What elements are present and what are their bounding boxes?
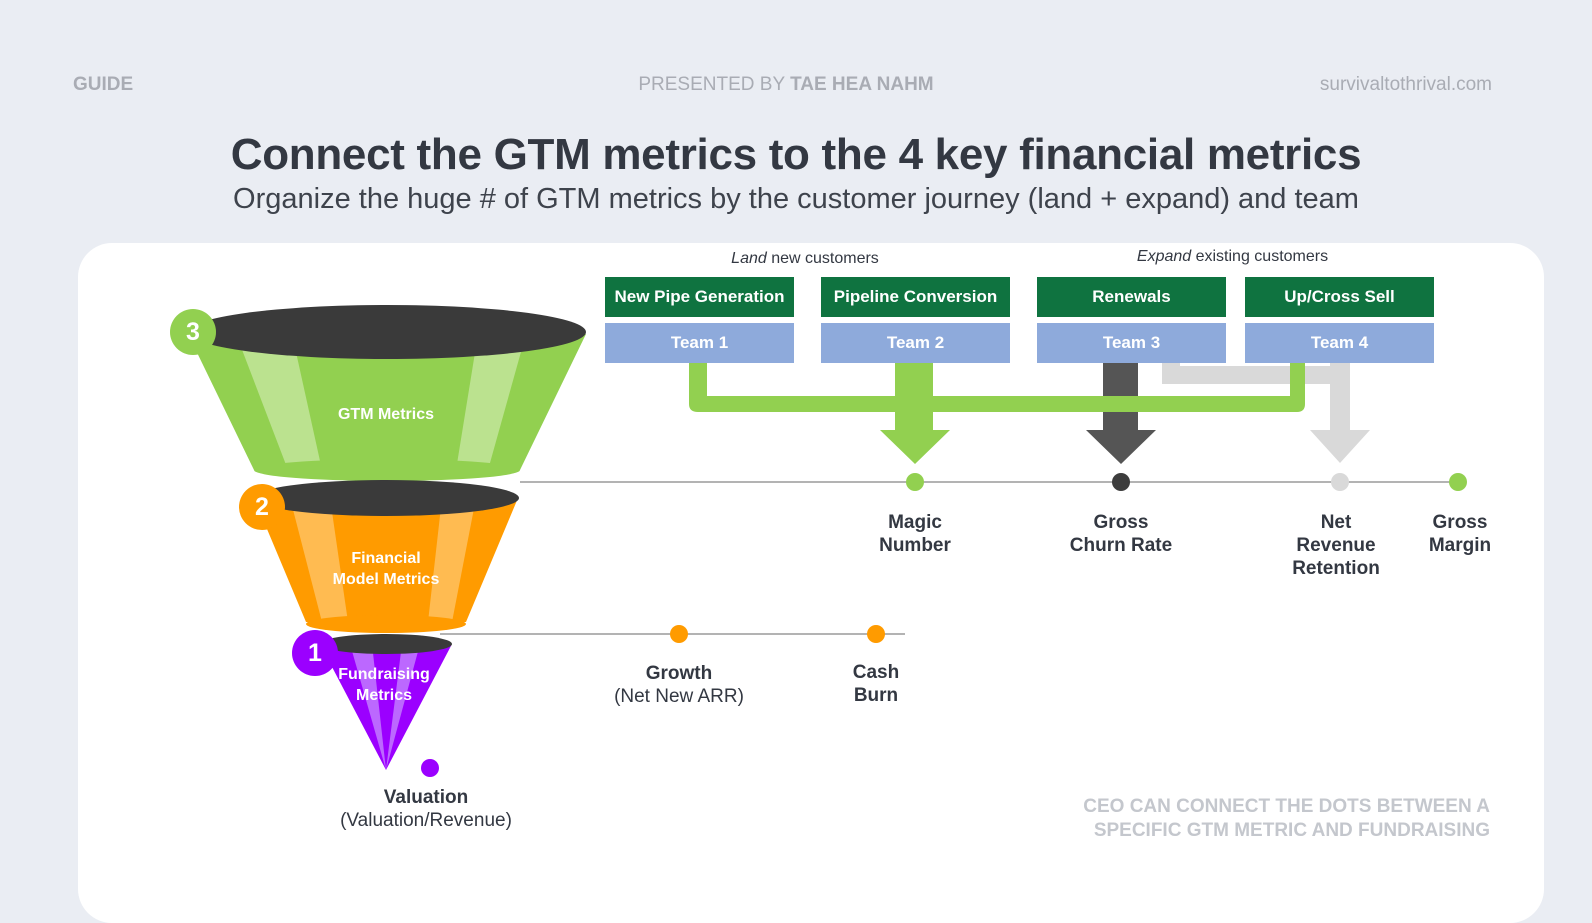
metric-gross-margin: Gross Margin <box>1410 511 1510 557</box>
badge-level-3: 3 <box>170 309 216 355</box>
ceo-footnote-line1: CEO CAN CONNECT THE DOTS BETWEEN A <box>1083 796 1490 817</box>
expand-em: Expand <box>1136 248 1192 265</box>
funnel-green-highlight-left <box>236 334 322 470</box>
metric-valuation-sub: (Valuation/Revenue) <box>340 810 512 831</box>
metric-valuation: Valuation (Valuation/Revenue) <box>316 786 536 832</box>
funnel-purple-highlight-left <box>350 644 386 770</box>
funnel-label-financial: Financial Model Metrics <box>306 548 466 590</box>
site-link[interactable]: survivaltothrival.com <box>1319 74 1492 95</box>
funnel-orange-highlight-left <box>290 498 348 622</box>
dot-net-revenue-retention <box>1331 473 1349 491</box>
metric-nrr-line1: Net <box>1320 512 1352 533</box>
metric-magic-number: Magic Number <box>845 511 985 557</box>
funnel-green-highlight-right <box>456 334 526 470</box>
funnel-purple-body <box>320 644 452 770</box>
badge-level-2: 2 <box>239 484 285 530</box>
dot-growth <box>670 625 688 643</box>
dot-magic-number <box>906 473 924 491</box>
presented-by: PRESENTED BY TAE HEA NAHM <box>0 74 1572 96</box>
metric-nrr-line3: Retention <box>1292 558 1380 579</box>
renewal-arrow-gross-churn <box>1086 363 1156 464</box>
badge-level-1: 1 <box>292 630 338 676</box>
funnel-purple-top <box>320 634 452 654</box>
funnel-green-bottom <box>254 459 520 481</box>
presenter-name: TAE HEA NAHM <box>790 74 934 95</box>
funnel-label-financial-line2: Model Metrics <box>332 571 440 588</box>
metric-growth-title: Growth <box>645 663 713 684</box>
ceo-footnote-line2: SPECIFIC GTM METRIC AND FUNDRAISING <box>1093 820 1490 841</box>
dot-valuation <box>421 759 439 777</box>
expand-arrow-net-revenue-retention <box>1162 363 1370 463</box>
metric-cash-line1: Cash <box>852 662 900 683</box>
land-header: Land new customers <box>700 250 910 268</box>
funnel-orange-highlight-right <box>428 498 476 622</box>
land-em: Land <box>731 250 767 267</box>
funnel-label-fundraising-line1: Fundraising <box>338 666 430 683</box>
funnel-label-fundraising-line2: Metrics <box>355 687 413 704</box>
team-2-box: Team 2 <box>821 323 1010 363</box>
funnel-label-gtm: GTM Metrics <box>337 406 434 423</box>
metric-growth-sub: (Net New ARR) <box>614 686 744 707</box>
metric-gross-margin-line2: Margin <box>1428 535 1492 556</box>
funnel-orange-top <box>253 480 519 516</box>
guide-label: GUIDE <box>73 74 134 95</box>
presented-prefix: PRESENTED BY <box>638 74 785 95</box>
page-title: Connect the GTM metrics to the 4 key fin… <box>230 130 1362 179</box>
dot-cash-burn <box>867 625 885 643</box>
expand-header: Expand existing customers <box>1100 248 1365 266</box>
metric-gross-churn-rate: Gross Churn Rate <box>1046 511 1196 557</box>
dot-gross-margin <box>1449 473 1467 491</box>
ceo-footnote: CEO CAN CONNECT THE DOTS BETWEEN A SPECI… <box>1020 795 1490 843</box>
stage-pipeline-conversion: Pipeline Conversion <box>821 277 1010 317</box>
team-4-box: Team 4 <box>1245 323 1434 363</box>
stage-up-cross-sell: Up/Cross Sell <box>1245 277 1434 317</box>
metric-net-revenue-retention: Net Revenue Retention <box>1266 511 1406 580</box>
metric-valuation-title: Valuation <box>383 787 469 808</box>
metric-cash-burn: Cash Burn <box>826 661 926 707</box>
metric-gross-margin-line1: Gross <box>1432 512 1488 533</box>
funnel-label-financial-line1: Financial <box>351 550 421 567</box>
funnel-orange-bottom <box>306 615 466 633</box>
diagram-graphics <box>188 305 1467 777</box>
metric-gross-churn-line2: Churn Rate <box>1069 535 1173 556</box>
metric-cash-line2: Burn <box>853 685 899 706</box>
funnel-green-top <box>188 305 586 359</box>
dot-gross-churn <box>1112 473 1130 491</box>
stage-renewals: Renewals <box>1037 277 1226 317</box>
page-subtitle: Organize the huge # of GTM metrics by th… <box>233 183 1359 215</box>
stage-new-pipe-generation: New Pipe Generation <box>605 277 794 317</box>
funnel-purple-highlight-right <box>386 644 420 770</box>
team-1-box: Team 1 <box>605 323 794 363</box>
metric-growth: Growth (Net New ARR) <box>589 662 769 708</box>
funnel-label-fundraising: Fundraising Metrics <box>314 664 454 706</box>
metric-nrr-line2: Revenue <box>1296 535 1376 556</box>
team-3-box: Team 3 <box>1037 323 1226 363</box>
metric-magic-number-line1: Magic <box>888 512 942 533</box>
metric-magic-number-line2: Number <box>879 535 951 556</box>
land-rest: new customers <box>766 250 879 267</box>
metric-gross-churn-line1: Gross <box>1093 512 1149 533</box>
expand-rest: existing customers <box>1191 248 1329 265</box>
